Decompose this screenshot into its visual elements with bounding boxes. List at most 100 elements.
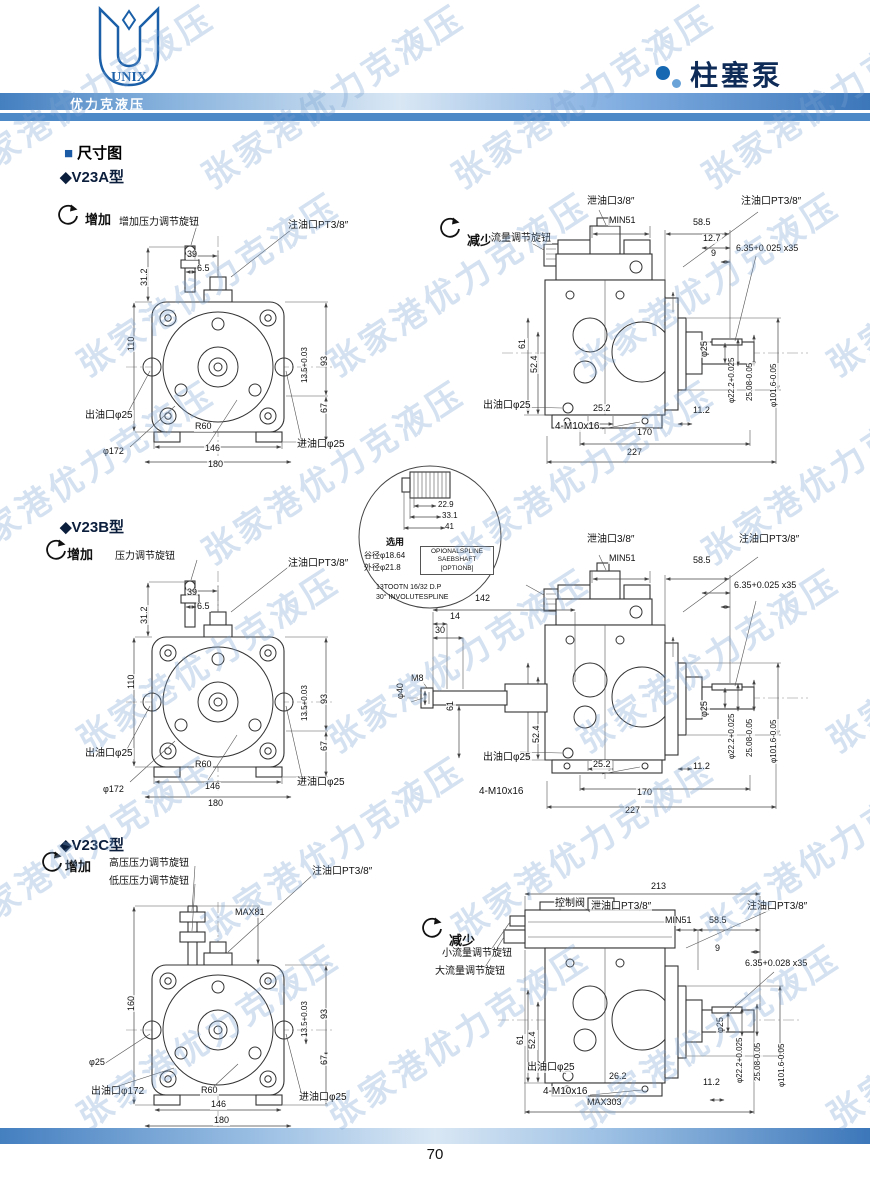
unix-logo: UNIX — [90, 5, 168, 93]
low-pressure-knob-label: 低压压力调节旋钮 — [108, 876, 190, 887]
dim-label: 58.5 — [708, 915, 728, 926]
pressure-knob-label: 压力调节旋钮 — [114, 551, 176, 562]
dim-label: 93 — [319, 1007, 330, 1020]
dim-label: 67 — [319, 401, 330, 414]
dim-label: 146 — [210, 1099, 228, 1110]
drain-port-label: 泄油口PT3/8″ — [590, 901, 653, 912]
model-title-v23a: ◆V23A型 — [60, 169, 125, 186]
dim-label: 227 — [624, 805, 642, 816]
spline-dim: 41 — [445, 522, 454, 531]
dim-label: 4-M10x16 — [478, 786, 525, 797]
oil-fill-port-label: 注油口PT3/8″ — [311, 866, 374, 877]
dim-label: 25.08-0.05 — [745, 717, 755, 758]
small-flow-knob-label: 小流量调节旋钮 — [441, 948, 513, 959]
dim-label: φ172 — [102, 784, 125, 795]
increase-label: 增加 — [84, 212, 113, 228]
dim-label: M8 — [410, 673, 425, 684]
product-title: 柱塞泵 — [690, 60, 784, 91]
dim-label: 12.7 — [702, 233, 722, 244]
dim-label: 11.2 — [692, 761, 711, 772]
oil-fill-port-label: 注油口PT3/8″ — [287, 220, 350, 231]
dim-label: 142 — [474, 593, 492, 604]
spline-dim: 22.9 — [438, 500, 454, 509]
dim-label: 180 — [213, 1115, 231, 1126]
dim-label: 93 — [319, 354, 330, 367]
oil-fill-port-label: 注油口PT3/8″ — [287, 558, 350, 569]
dim-label: 14 — [449, 611, 462, 622]
spline-note: [OPTIONB] — [440, 564, 474, 572]
outlet-port-label: 出油口φ25 — [482, 400, 532, 411]
key-dim-label: 6.35+0.025 x35 — [733, 580, 798, 591]
dim-label: R60 — [194, 421, 213, 432]
logo-emblem — [98, 5, 160, 87]
dim-label: 52.4 — [529, 354, 540, 374]
dim-label: 61 — [515, 1033, 526, 1046]
dim-label: 31.2 — [139, 605, 150, 625]
dim-label: 170 — [636, 787, 654, 798]
dim-label: φ22.2+0.025 — [727, 356, 737, 404]
spline-option-box: OPIONALSPLINE SAEBSHAFT [OPTIONB] — [420, 546, 494, 576]
dim-label: 93 — [319, 692, 330, 705]
decrease-label: 减少 — [466, 233, 495, 249]
key-dim-label: 6.35+0.025 x35 — [735, 243, 800, 254]
dim-label: 52.4 — [527, 1030, 538, 1050]
dim-label: 61 — [445, 699, 456, 712]
dim-label: φ40 — [395, 682, 406, 700]
dim-label: φ25 — [715, 1016, 726, 1034]
spline-select-label: 选用 — [386, 537, 405, 547]
outlet-port-label: 出油口φ25 — [526, 1062, 576, 1073]
dim-label: 67 — [319, 1053, 330, 1066]
v23c-front-view-drawing — [100, 860, 350, 1135]
spline-note: SAEBSHAFT — [437, 556, 477, 564]
dim-label: 58.5 — [692, 217, 712, 228]
dim-label: 213 — [650, 881, 668, 892]
dim-label: φ22.2+0.025 — [727, 712, 737, 760]
outlet-port-label: 出油口φ172 — [90, 1086, 146, 1097]
dim-label: MAX81 — [234, 907, 266, 918]
dim-label: MAX303 — [586, 1097, 623, 1108]
page-number: 70 — [426, 1146, 444, 1163]
dim-label: 6.5 — [196, 263, 211, 274]
footer-rule — [0, 1128, 870, 1144]
dim-label: 13.5+0.03 — [300, 1000, 310, 1038]
outlet-port-label: 出油口φ25 — [84, 410, 134, 421]
dim-label: 9 — [714, 943, 722, 954]
section-title: 尺寸图 — [77, 145, 123, 162]
dim-label: MIN51 — [608, 553, 637, 564]
product-title-block: 柱塞泵 — [648, 52, 848, 94]
inlet-port-label: 进油口φ25 — [296, 439, 346, 450]
dim-label: 67 — [319, 739, 330, 752]
dim-label: 180 — [207, 459, 225, 470]
dim-label: 25.08-0.05 — [745, 361, 755, 402]
brand-dot-icon — [656, 66, 670, 80]
inlet-port-label: 进油口φ25 — [298, 1092, 348, 1103]
dim-label: 11.2 — [702, 1077, 721, 1088]
dim-label: 25.2 — [592, 759, 612, 770]
dim-label: MIN51 — [608, 215, 637, 226]
dim-label: φ25 — [699, 340, 710, 358]
model-title-v23b: ◆V23B型 — [60, 519, 125, 536]
dim-label: 25.2 — [592, 403, 612, 414]
dim-label: 61 — [517, 337, 528, 350]
spline-note: OPIONALSPLINE — [430, 548, 484, 555]
dim-label: 110 — [126, 335, 137, 352]
drain-port-label: 泄油口3/8″ — [586, 534, 636, 545]
dim-label: φ25 — [88, 1057, 106, 1068]
dim-label: 13.5+0.03 — [300, 346, 310, 384]
oil-fill-port-label: 注油口PT3/8″ — [740, 196, 803, 207]
dim-label: MIN51 — [664, 915, 693, 926]
dim-label: 30 — [434, 625, 447, 636]
key-dim-label: 6.35+0.028 x35 — [744, 958, 809, 969]
dim-label: 180 — [207, 798, 225, 809]
dim-label: φ101.6-0.05 — [777, 1042, 787, 1088]
dim-label: 160 — [126, 994, 137, 1012]
dim-label: φ22.2+0.025 — [735, 1036, 745, 1084]
drain-port-label: 泄油口3/8″ — [586, 196, 636, 207]
dim-label: R60 — [200, 1085, 219, 1096]
large-flow-knob-label: 大流量调节旋钮 — [434, 966, 506, 977]
logo-text: UNIX — [111, 70, 147, 85]
outlet-port-label: 出油口φ25 — [482, 752, 532, 763]
inlet-port-label: 进油口φ25 — [296, 777, 346, 788]
